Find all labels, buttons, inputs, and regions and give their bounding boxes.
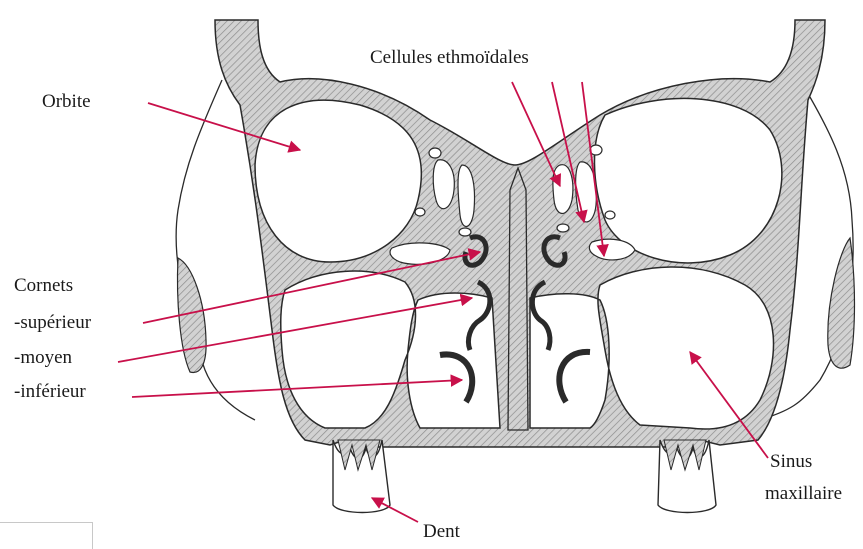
label-dent: Dent	[423, 522, 460, 541]
turbinate-inferior-left	[440, 354, 472, 402]
label-sinus: Sinus	[770, 452, 812, 471]
tooth-root-left	[338, 440, 380, 470]
label-superieur: -supérieur	[14, 313, 91, 332]
face-outline-left	[176, 80, 255, 420]
corner-box	[0, 522, 93, 549]
label-moyen: -moyen	[14, 348, 72, 367]
ethmoid-cell	[459, 228, 471, 236]
arrow-moyen	[118, 298, 472, 362]
ethmoid-cell	[589, 239, 635, 260]
turbinate-inferior-right	[559, 352, 590, 402]
label-maxillaire: maxillaire	[765, 484, 842, 503]
ethmoid-cell	[557, 224, 569, 232]
ethmoid-cell	[429, 148, 441, 158]
ethmoid-cell	[433, 160, 454, 209]
label-cellules-ethmoidales: Cellules ethmoïdales	[370, 48, 529, 67]
arrow-inferieur	[132, 380, 462, 397]
label-cornets: Cornets	[14, 276, 73, 295]
ethmoid-cell	[415, 208, 425, 216]
ethmoid-cell	[605, 211, 615, 219]
label-orbite: Orbite	[42, 92, 91, 111]
tooth-root-right	[664, 440, 706, 470]
label-inferieur: -inférieur	[14, 382, 86, 401]
ethmoid-cell	[553, 165, 573, 214]
nasal-septum	[508, 168, 528, 430]
zygoma-right	[828, 238, 855, 368]
